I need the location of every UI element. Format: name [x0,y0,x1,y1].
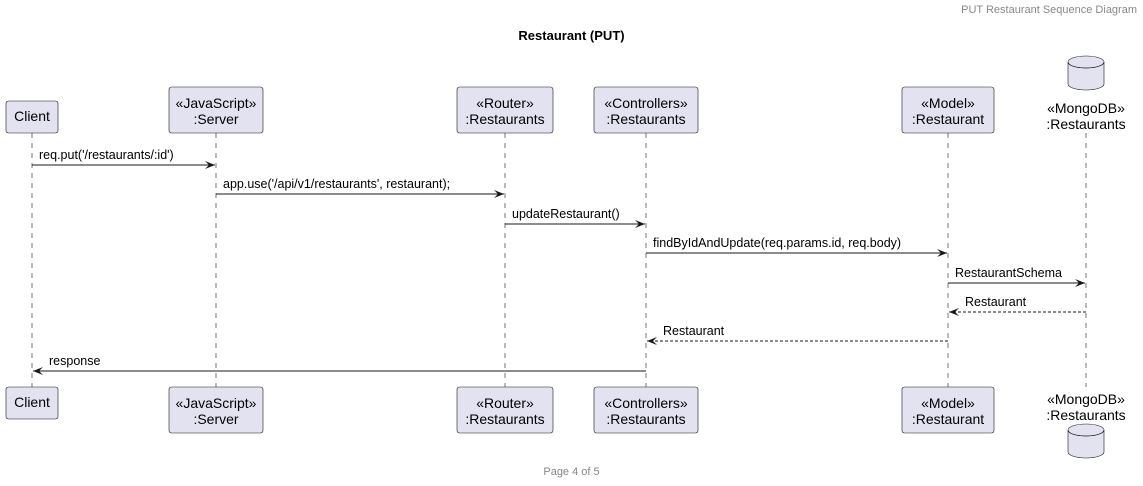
message-label: RestaurantSchema [955,266,1062,280]
page-footer: Page 4 of 5 [543,466,600,478]
arrowhead-icon [33,367,43,375]
participant-model-bottom: «Model»:Restaurant [901,386,995,434]
message-8: response [33,354,646,375]
participant-label: :Server [193,411,238,427]
participant-label: :Restaurants [465,411,544,427]
participant-box [456,86,554,134]
message-5: RestaurantSchema [948,266,1085,287]
participant-label: Client [14,394,50,410]
arrowhead-icon [635,220,645,228]
participant-label: «JavaScript» [176,95,257,111]
participant-controllers-top: «Controllers»:Restaurants [593,86,699,134]
participant-box [901,86,995,134]
message-6: Restaurant [949,295,1086,316]
diagram-title: Restaurant (PUT) [518,28,625,43]
participant-label: :Server [193,111,238,127]
participant-client-top: Client [5,100,59,134]
participant-server-top: «JavaScript»:Server [168,86,264,134]
arrowhead-icon [949,308,959,316]
participant-label: :Restaurants [606,411,685,427]
participant-box [593,386,699,434]
participant-box [593,86,699,134]
participant-box [5,386,59,420]
participant-client-bottom: Client [5,386,59,420]
participant-box [901,386,995,434]
database-icon-body [1067,62,1105,91]
message-3: updateRestaurant() [505,207,645,228]
participant-label: «Controllers» [604,395,687,411]
message-label: req.put('/restaurants/:id') [39,148,174,162]
participant-label: «Controllers» [604,95,687,111]
participant-label: :Restaurants [1046,407,1125,423]
participant-controllers-bottom: «Controllers»:Restaurants [593,386,699,434]
message-label: response [49,354,100,368]
arrowhead-icon [647,337,657,345]
arrowhead-icon [205,161,215,169]
arrowhead-icon [937,249,947,257]
participant-label: :Restaurants [465,111,544,127]
participant-label: «Router» [476,395,534,411]
participant-mongodb-bottom: «MongoDB»:Restaurants [1046,391,1126,459]
diagram-header: PUT Restaurant Sequence Diagram [961,4,1137,16]
participant-label: :Restaurants [1046,116,1125,132]
message-1: req.put('/restaurants/:id') [32,148,215,169]
message-label: findByIdAndUpdate(req.params.id, req.bod… [653,236,901,250]
participant-label: :Restaurants [606,111,685,127]
message-label: Restaurant [663,324,725,338]
participant-label: Client [14,108,50,124]
participant-label: «MongoDB» [1047,391,1125,407]
participant-label: «Model» [921,95,975,111]
participant-router-bottom: «Router»:Restaurants [456,386,554,434]
message-7: Restaurant [647,324,948,345]
message-label: updateRestaurant() [512,207,620,221]
message-label: app.use('/api/v1/restaurants', restauran… [223,177,450,191]
message-2: app.use('/api/v1/restaurants', restauran… [216,177,504,198]
participant-label: :Restaurant [912,111,984,127]
participant-server-bottom: «JavaScript»:Server [168,386,264,434]
participant-label: «Model» [921,395,975,411]
participant-box [5,100,59,134]
participant-label: «MongoDB» [1047,100,1125,116]
message-4: findByIdAndUpdate(req.params.id, req.bod… [646,236,947,257]
participant-model-top: «Model»:Restaurant [901,86,995,134]
participant-label: «Router» [476,95,534,111]
database-icon-body [1067,430,1105,459]
participant-mongodb-top: «MongoDB»:Restaurants [1046,55,1126,132]
participant-box [168,386,264,434]
participant-box [456,386,554,434]
arrowhead-icon [494,190,504,198]
participant-label: «JavaScript» [176,395,257,411]
participant-router-top: «Router»:Restaurants [456,86,554,134]
message-label: Restaurant [965,295,1027,309]
participant-label: :Restaurant [912,411,984,427]
participant-box [168,86,264,134]
arrowhead-icon [1075,279,1085,287]
